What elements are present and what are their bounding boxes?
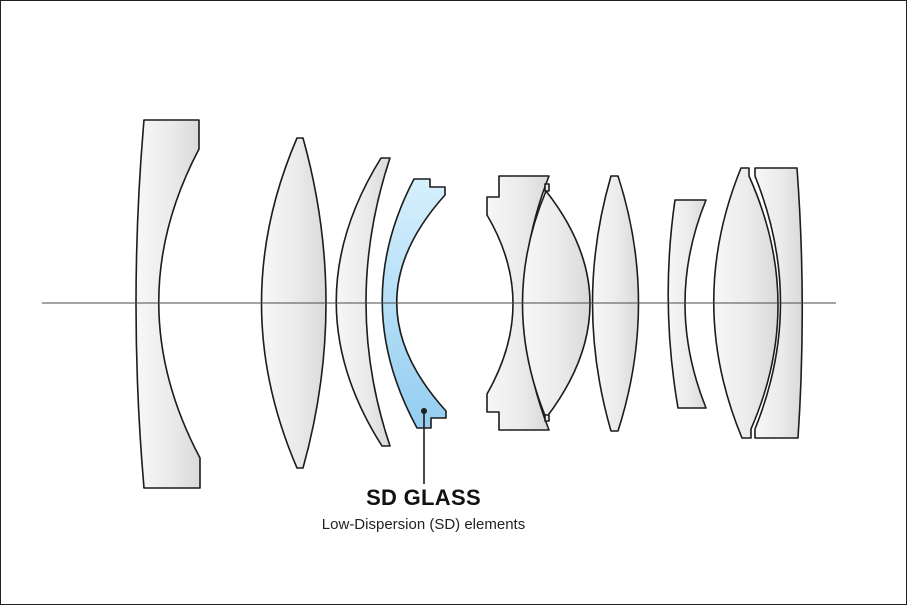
callout-title: SD GLASS bbox=[366, 485, 481, 510]
callout-subtitle: Low-Dispersion (SD) elements bbox=[321, 516, 526, 533]
lens-element-10 bbox=[754, 167, 804, 439]
lens-element-3 bbox=[335, 157, 391, 447]
lens-element-6-cap bbox=[544, 183, 550, 422]
lens-element-1 bbox=[135, 119, 201, 489]
callout-dot bbox=[421, 408, 427, 414]
sd-glass-element bbox=[381, 178, 447, 429]
lens-element-8 bbox=[667, 199, 707, 409]
